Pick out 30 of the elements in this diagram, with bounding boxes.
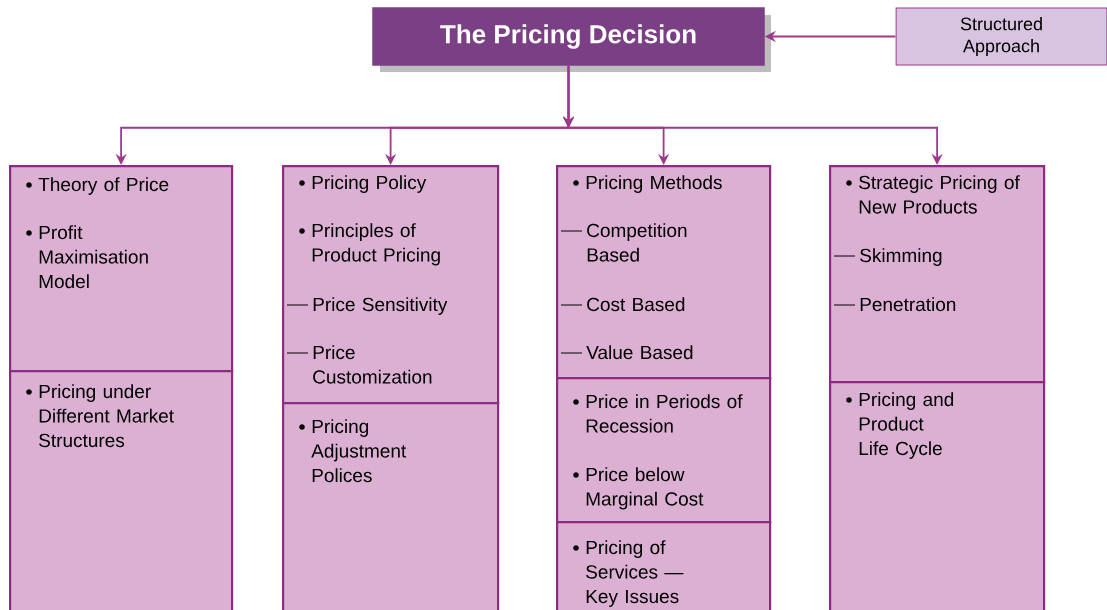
dash-item: Value Based (560, 345, 693, 360)
section-box (829, 381, 1046, 610)
bullet-item: Strategic Pricing of New Products (846, 175, 1020, 214)
section-box (556, 377, 772, 524)
section-box (282, 402, 500, 610)
bullet-item: Principles of Product Pricing (299, 223, 440, 266)
dash-item: Price Customization (286, 345, 432, 384)
approach-box: Structured Approach (895, 7, 1107, 66)
bullet-item: Pricing and Product Life Cycle (846, 392, 954, 459)
bullet-item: Profit Maximisation Model (26, 225, 148, 289)
dash-item: Cost Based (560, 297, 685, 312)
dash-item: Penetration (833, 297, 956, 312)
bullet-item: Theory of Price (26, 177, 169, 195)
bullet-item: Pricing Methods (573, 175, 722, 193)
bullet-item: Price in Periods of Recession (573, 394, 743, 433)
bullet-item: Pricing of Services — Key Issues (573, 540, 684, 607)
section-box (556, 521, 772, 610)
bullet-item: Pricing under Different Market Structures (26, 384, 174, 448)
bullet-item: Pricing Adjustment Polices (299, 419, 407, 483)
dash-item: Price Sensitivity (286, 297, 448, 315)
dash-item: Skimming (833, 248, 942, 266)
title-box: The Pricing Decision (372, 7, 771, 72)
dash-item: Competition Based (560, 223, 687, 262)
section-box (829, 165, 1046, 384)
bullet-item: Pricing Policy (299, 175, 427, 193)
section-box (9, 165, 234, 373)
bullet-item: Price below Marginal Cost (573, 467, 704, 510)
section-box (9, 370, 234, 610)
section-box (282, 165, 500, 405)
section-box (556, 165, 772, 380)
